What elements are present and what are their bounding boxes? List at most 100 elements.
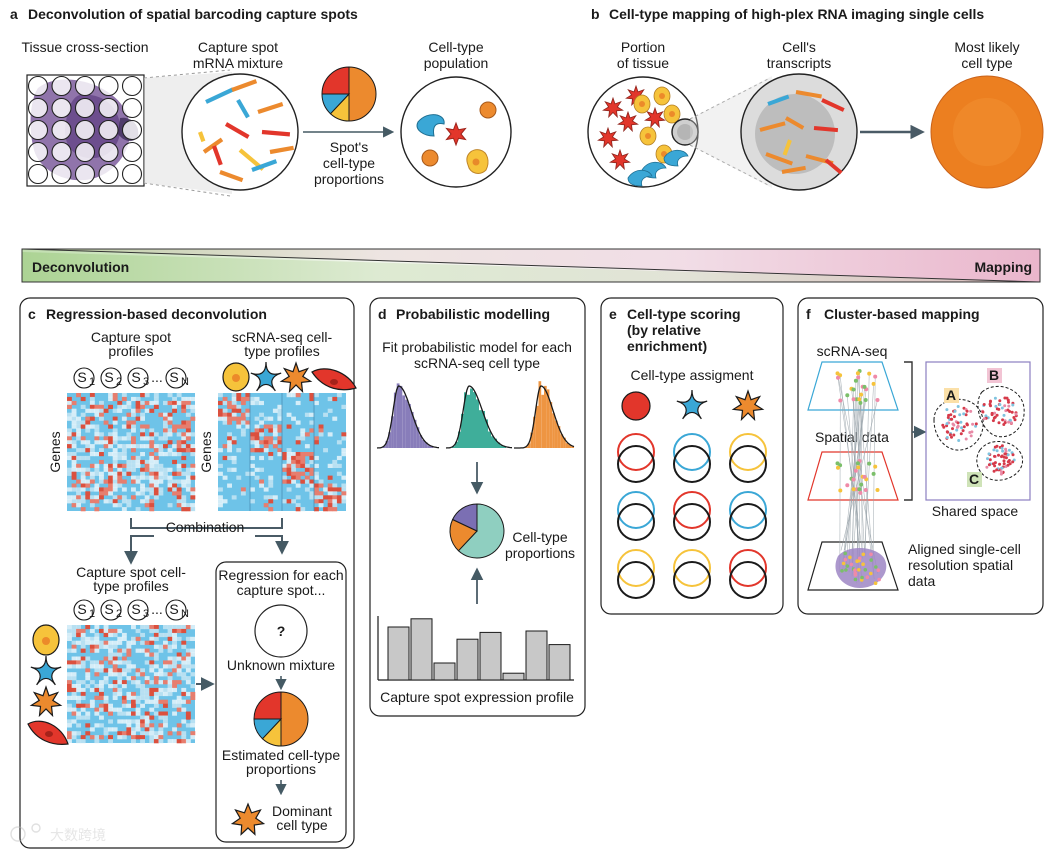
tissue-cell (609, 148, 631, 171)
enrichment-circle (673, 549, 711, 587)
mrna-transcript (219, 170, 244, 183)
tissue-cell (627, 169, 653, 187)
shared-space-point (1002, 462, 1006, 466)
distribution-bin (544, 385, 547, 448)
shared-space-point (962, 412, 966, 416)
fitted-curve (376, 385, 440, 449)
regression-1: Regression for each (218, 567, 343, 583)
tissue-cell (602, 96, 624, 119)
enrichment-circle (729, 445, 767, 483)
spatial-cell-point (863, 488, 868, 492)
spot-symbol-circle (100, 367, 122, 389)
shared-space-point (958, 413, 962, 417)
shared-space-point (1000, 454, 1004, 458)
panel-b-title: Cell-type mapping of high-plex RNA imagi… (609, 6, 984, 22)
aligned-3: data (908, 573, 935, 589)
panel-f-title: Cluster-based mapping (824, 306, 980, 322)
spatial-cell-point (862, 474, 867, 479)
spot-symbol: S (77, 601, 86, 617)
shared-space-point (953, 409, 957, 413)
distribution-bin (503, 446, 506, 448)
shared-space-point (1000, 470, 1003, 474)
panel-d-letter: d (378, 306, 387, 322)
tissue-cell-nucleus (645, 133, 651, 139)
distribution-bin (416, 427, 420, 448)
shared-space-point (942, 425, 946, 429)
aligned-cell-point (877, 577, 881, 582)
aligned-cell-point (869, 571, 873, 576)
tissue-capture-spot (74, 141, 96, 163)
tissue-capture-spot (98, 163, 119, 185)
shared-space: A B C (925, 361, 1031, 501)
shared-space-point (995, 407, 999, 411)
panel-e-title-2: (by relative (627, 322, 701, 338)
spot-subscript: N (181, 608, 189, 620)
distribution-bin (500, 445, 503, 448)
shared-space-point (951, 427, 954, 431)
distribution-bin (557, 426, 561, 448)
scrna-cell-point (859, 392, 864, 397)
tissue-capture-spot (51, 97, 72, 119)
most-likely-cell (930, 75, 1044, 189)
cell-transcript (781, 165, 806, 174)
population-label-1: Cell-type (428, 39, 483, 55)
panel-d-title: Probabilistic modelling (396, 306, 550, 322)
shared-space-point (991, 462, 995, 466)
unknown-mixture-circle (254, 604, 308, 658)
shared-space-point (1010, 410, 1014, 414)
scrna-cell-point (838, 398, 843, 403)
scrna-cell-point (856, 375, 861, 380)
enrichment-circle (729, 491, 767, 529)
enrichment-circle (617, 445, 655, 483)
panel-d: d Probabilistic modelling Fit probabilis… (369, 297, 586, 717)
panel-f-letter: f (806, 306, 811, 322)
spot-symbol-circle (73, 367, 95, 389)
distribution-bin (470, 388, 473, 448)
shared-label: Shared space (932, 503, 1019, 519)
expression-bar (433, 662, 456, 681)
distribution-bin (482, 411, 485, 448)
mrna-transcript (212, 145, 223, 166)
expression-bar (410, 618, 433, 681)
spatial-cell-point (851, 477, 856, 482)
shared-space-point (1006, 460, 1010, 464)
spot-label-2: mRNA mixture (193, 55, 283, 71)
shared-space-point (945, 430, 949, 434)
watermark: 大数跨境 (10, 823, 106, 843)
assignment-icons (621, 389, 765, 422)
shared-space-point (998, 462, 1002, 466)
mapping-label: Mapping (974, 259, 1032, 275)
shared-space-point (945, 422, 949, 426)
shared-space-point (999, 472, 1003, 476)
population-label-2: population (424, 55, 489, 71)
aligned-cell-point (874, 565, 878, 569)
shared-space-point (948, 433, 952, 437)
shared-space-point (991, 419, 995, 423)
distribution-bin (546, 389, 550, 448)
tissue-capture-spot (121, 119, 143, 141)
tissue-capture-spot (51, 141, 72, 163)
spot-label-1: Capture spot (198, 39, 278, 55)
dominant-1: Dominant (272, 803, 332, 819)
enrichment-circle (729, 503, 767, 541)
distribution-bin (461, 413, 464, 448)
shared-space-point (988, 400, 992, 404)
left-cell-icons (27, 624, 69, 745)
shared-space-point (987, 452, 991, 456)
shared-space-point (1001, 449, 1005, 453)
cell-transcript (821, 98, 845, 112)
shared-space-point (1000, 444, 1004, 448)
shared-space-point (949, 417, 953, 421)
spot-subscript: 3 (143, 376, 149, 388)
shared-space-point (955, 425, 959, 429)
tissue-capture-spot (74, 119, 96, 141)
mrna-transcript (251, 159, 278, 172)
aligned-cell-point (853, 568, 857, 572)
panel-c-title: Regression-based deconvolution (46, 306, 267, 322)
spot-symbol: S (104, 369, 113, 385)
spatial-cell-point (858, 490, 863, 495)
aligned-cell-point (843, 557, 848, 562)
enrichment-circle (617, 561, 655, 599)
distribution-bin (382, 446, 386, 448)
mrna-transcript (198, 131, 206, 143)
